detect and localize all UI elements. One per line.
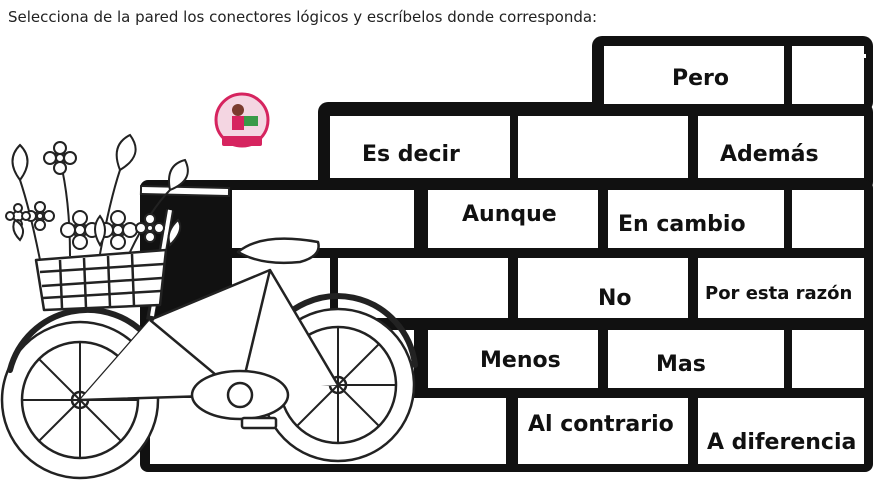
connector-word[interactable]: Menos (480, 348, 561, 373)
connector-word[interactable]: Por esta razón (705, 283, 853, 304)
connector-word[interactable]: Además (720, 142, 819, 167)
connector-word[interactable]: No (598, 286, 632, 311)
connector-word[interactable]: Aunque (462, 202, 557, 227)
connector-word[interactable]: A diferencia (707, 430, 857, 455)
connector-word[interactable]: Es decir (362, 142, 460, 167)
connector-word[interactable]: Pero (672, 66, 730, 91)
instruction-text: Selecciona de la pared los conectores ló… (8, 8, 598, 26)
teacher-badge-icon (214, 92, 270, 148)
connector-word[interactable]: Al contrario (528, 412, 674, 437)
bicycle-with-flower-basket-icon (0, 133, 418, 480)
connector-word[interactable]: En cambio (618, 212, 746, 237)
connector-word[interactable]: Mas (656, 352, 706, 377)
